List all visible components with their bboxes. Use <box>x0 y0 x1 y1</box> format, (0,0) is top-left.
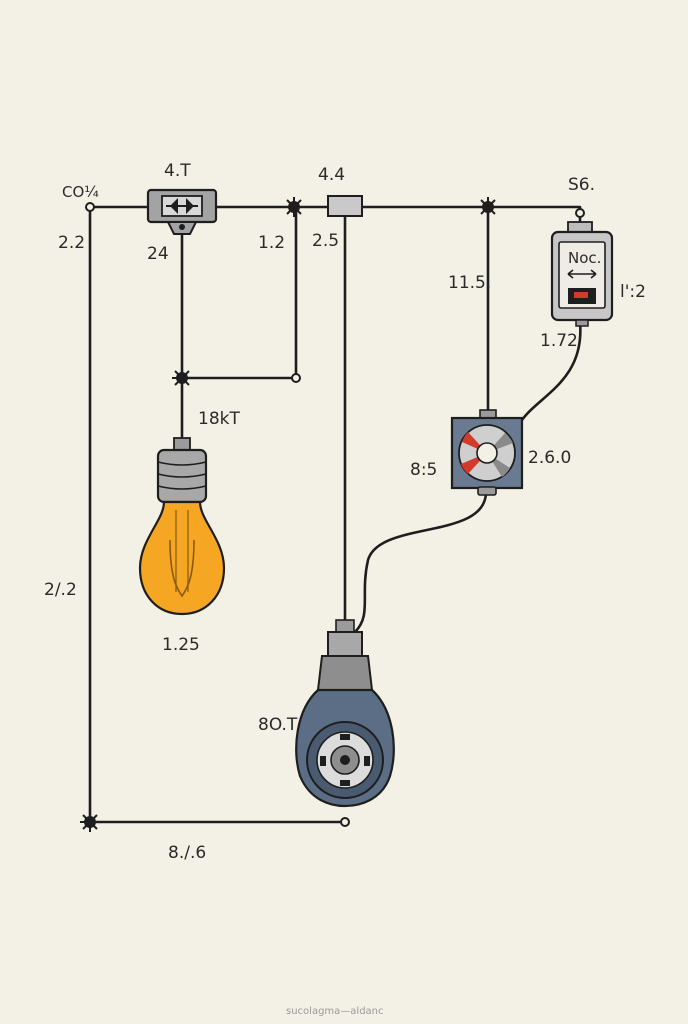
label-bulb-below: 1.25 <box>162 635 200 655</box>
label-left-wire-mid: 2/.2 <box>44 580 77 600</box>
label-box-right: l':2 <box>620 282 646 302</box>
label-relay-below: 2.5 <box>312 231 339 251</box>
label-terminal-left: CO¼ <box>62 183 99 201</box>
label-switch-top: 4.T <box>164 161 191 181</box>
terminal-branch <box>291 373 301 383</box>
junctions <box>80 197 498 832</box>
box-screen-label: Noc. <box>568 249 601 267</box>
fan-to-motor-wire <box>353 490 488 634</box>
junction-branch <box>172 368 192 388</box>
label-bulb-socket: 18kT <box>198 409 240 429</box>
switch-icon <box>146 188 218 235</box>
terminal-motor <box>340 817 350 827</box>
terminal-left <box>85 202 95 212</box>
label-relay-top: 4.4 <box>318 165 345 185</box>
terminals <box>85 202 585 827</box>
footer-caption: sucolagma—aldanc <box>286 1006 384 1017</box>
junction-top-mid <box>284 197 304 217</box>
control-box-icon <box>550 221 614 327</box>
label-switch-below: 24 <box>147 244 169 264</box>
label-fan-right: 2.6.0 <box>528 448 571 468</box>
label-junction-mid: 1.2 <box>258 233 285 253</box>
relay-icon <box>327 195 363 217</box>
light-bulb-icon <box>138 437 226 616</box>
terminal-box <box>575 208 585 218</box>
fan-icon <box>450 409 524 496</box>
motor-icon <box>295 619 395 808</box>
label-box-top: S6. <box>568 175 595 195</box>
box-to-fan-wire <box>520 320 582 422</box>
label-motor-left: 8O.T <box>258 715 298 735</box>
junction-bottom-left <box>80 812 100 832</box>
label-bottom-wire: 8./.6 <box>168 843 206 863</box>
wires <box>88 205 582 824</box>
label-left-wire-top: 2.2 <box>58 233 85 253</box>
label-branch-wire: 11.5. <box>448 273 491 293</box>
label-box-below: 1.72 <box>540 331 578 351</box>
label-fan-left: 8:5 <box>410 460 437 480</box>
junction-top-right <box>478 197 498 217</box>
